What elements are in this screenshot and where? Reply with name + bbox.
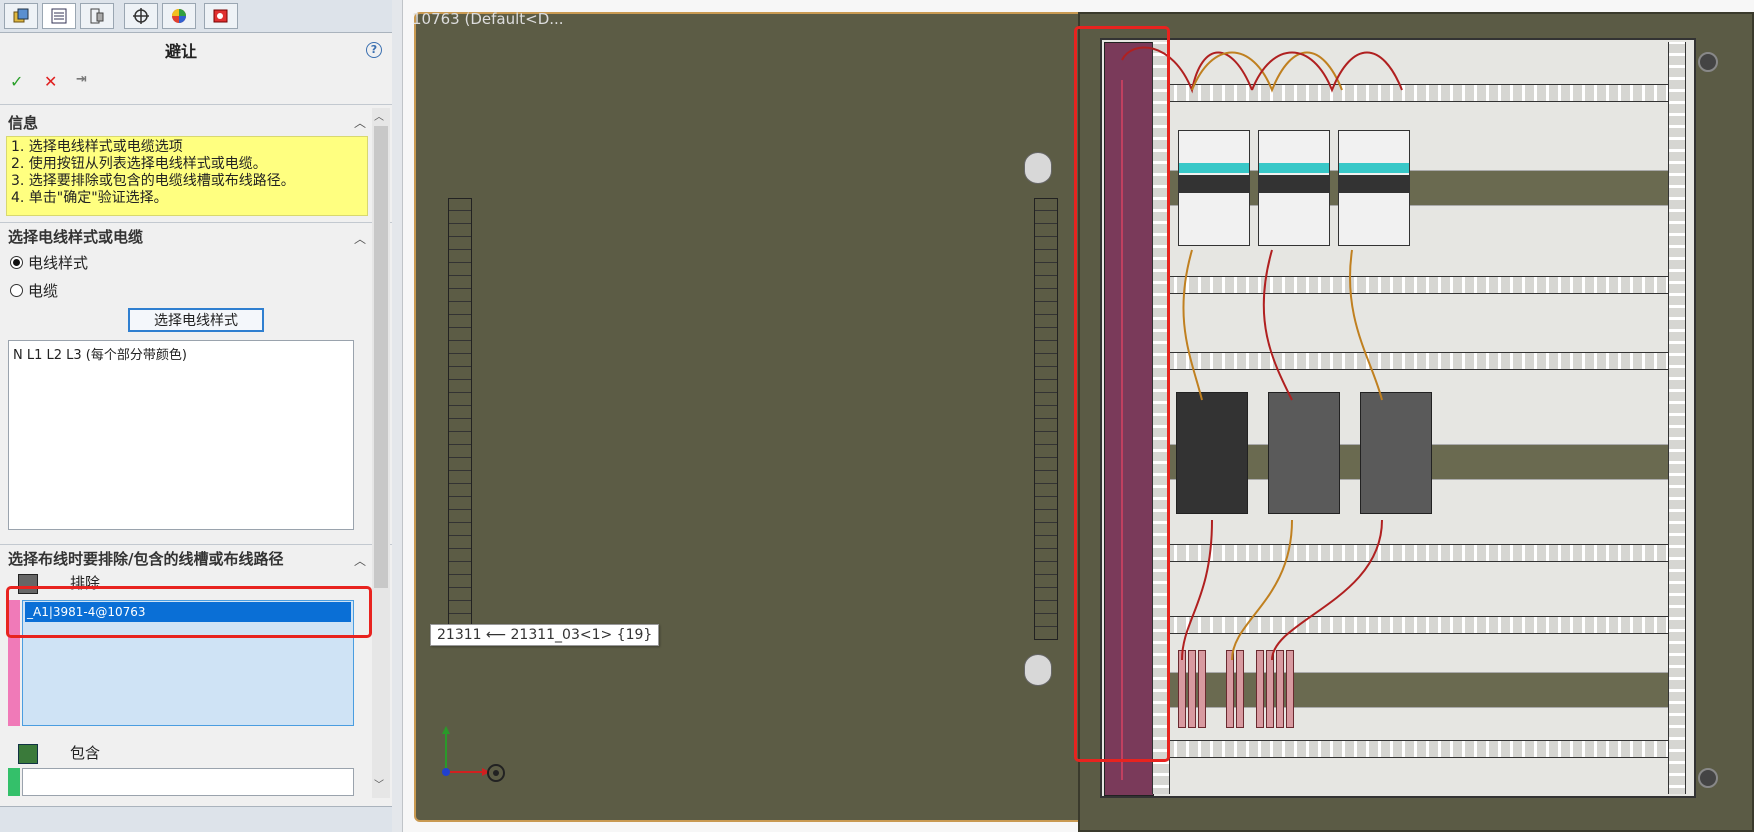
door-hinge <box>1024 152 1052 184</box>
config-icon[interactable] <box>80 3 114 29</box>
cable-label: 电缆 <box>28 282 59 300</box>
help-icon[interactable]: ? <box>366 42 382 58</box>
terminal-block[interactable] <box>1188 650 1196 728</box>
contactor[interactable] <box>1360 392 1432 514</box>
info-section-header[interactable]: 信息 <box>8 114 39 132</box>
horizontal-duct <box>1168 740 1668 758</box>
info-line: 4. 单击"确定"验证选择。 <box>11 190 168 206</box>
divider <box>0 222 392 223</box>
door-rail-left <box>448 198 472 640</box>
cabinet-door[interactable] <box>414 12 1086 822</box>
feature-tree-icon[interactable] <box>42 3 76 29</box>
document-title: 10763 (Default<D... <box>412 10 564 28</box>
mount-hole <box>1698 52 1718 72</box>
scroll-down-icon[interactable]: ﹀ <box>374 780 384 791</box>
divider <box>0 544 392 545</box>
tab-bar <box>0 0 392 33</box>
terminal-block[interactable] <box>1226 650 1234 728</box>
terminal-block[interactable] <box>1276 650 1284 728</box>
info-box: 1. 选择电线样式或电缆选项 2. 使用按钮从列表选择电线样式或电缆。 3. 选… <box>6 136 368 216</box>
bottom-tab-bar <box>0 806 392 832</box>
info-line: 1. 选择电线样式或电缆选项 <box>11 139 183 155</box>
include-selection-box[interactable] <box>22 768 354 796</box>
terminal-block[interactable] <box>1198 650 1206 728</box>
horizontal-duct <box>1168 544 1668 562</box>
part-icon[interactable] <box>4 3 38 29</box>
horizontal-duct <box>1168 84 1668 102</box>
door-hinge <box>1024 654 1052 686</box>
din-rail <box>1168 672 1668 708</box>
excluded-item[interactable]: _A1|3981-4@10763 <box>25 602 351 622</box>
vertical-duct-comb <box>1668 42 1686 794</box>
include-icon <box>18 744 38 764</box>
highlight-rect <box>1074 26 1170 762</box>
wire-style-list[interactable]: N L1 L2 L3 (每个部分带颜色) <box>8 340 354 530</box>
route-section-header[interactable]: 选择布线时要排除/包含的线槽或布线路径 <box>8 550 284 568</box>
include-label: 包含 <box>70 744 101 762</box>
render-icon[interactable] <box>204 3 238 29</box>
din-rail <box>1168 170 1668 206</box>
wire-style-label: 电线样式 <box>28 254 89 272</box>
vertical-wire-duct[interactable] <box>1104 42 1154 796</box>
cable-radio[interactable] <box>10 284 23 297</box>
circuit-breaker[interactable] <box>1338 130 1410 246</box>
info-line: 2. 使用按钮从列表选择电线样式或电缆。 <box>11 156 267 172</box>
select-wire-style-button[interactable]: 选择电线样式 <box>128 308 264 332</box>
page-title: 避让 <box>164 42 197 61</box>
horizontal-duct <box>1168 352 1668 370</box>
wire-section-header[interactable]: 选择电线样式或电缆 <box>8 228 144 246</box>
include-color-bar <box>8 768 20 796</box>
terminal-block[interactable] <box>1266 650 1274 728</box>
collapse-icon[interactable]: ︿ <box>354 554 367 568</box>
info-line: 3. 选择要排除或包含的电缆线槽或布线路径。 <box>11 173 295 189</box>
mount-hole <box>1698 768 1718 788</box>
terminal-block[interactable] <box>1236 650 1244 728</box>
terminal-block[interactable] <box>1286 650 1294 728</box>
tooltip: 21311 ⟵ 21311_03<1> {19} <box>430 624 660 646</box>
door-rail-right <box>1034 198 1058 640</box>
property-manager: 避让 ? ✓ ✕ ⇥ 信息 ︿ 1. 选择电线样式或电缆选项 2. 使用按钮从列… <box>0 0 393 832</box>
cancel-button[interactable]: ✕ <box>44 72 58 91</box>
appearance-icon[interactable] <box>162 3 196 29</box>
list-item[interactable]: N L1 L2 L3 (每个部分带颜色) <box>13 348 187 363</box>
highlight-rect <box>6 586 372 638</box>
exclude-icon <box>18 574 38 594</box>
graphics-area[interactable]: 10763 (Default<D... <box>392 0 1754 832</box>
scrollbar-thumb[interactable] <box>374 126 388 588</box>
contactor[interactable] <box>1176 392 1248 514</box>
divider <box>0 104 392 105</box>
exclude-color-bar <box>8 600 20 726</box>
contactor[interactable] <box>1268 392 1340 514</box>
triad-icon <box>442 726 505 782</box>
collapse-icon[interactable]: ︿ <box>354 116 367 130</box>
pin-button[interactable]: ⇥ <box>76 72 87 87</box>
terminal-block[interactable] <box>1256 650 1264 728</box>
collapse-icon[interactable]: ︿ <box>354 232 367 246</box>
splitter[interactable] <box>392 0 403 832</box>
scroll-up-icon[interactable]: ︿ <box>374 112 384 123</box>
origin-icon[interactable] <box>124 3 158 29</box>
circuit-breaker[interactable] <box>1258 130 1330 246</box>
wiring <box>1121 46 1403 780</box>
ok-button[interactable]: ✓ <box>10 72 24 91</box>
wire-style-radio[interactable] <box>10 256 23 269</box>
circuit-breaker[interactable] <box>1178 130 1250 246</box>
horizontal-duct <box>1168 276 1668 294</box>
